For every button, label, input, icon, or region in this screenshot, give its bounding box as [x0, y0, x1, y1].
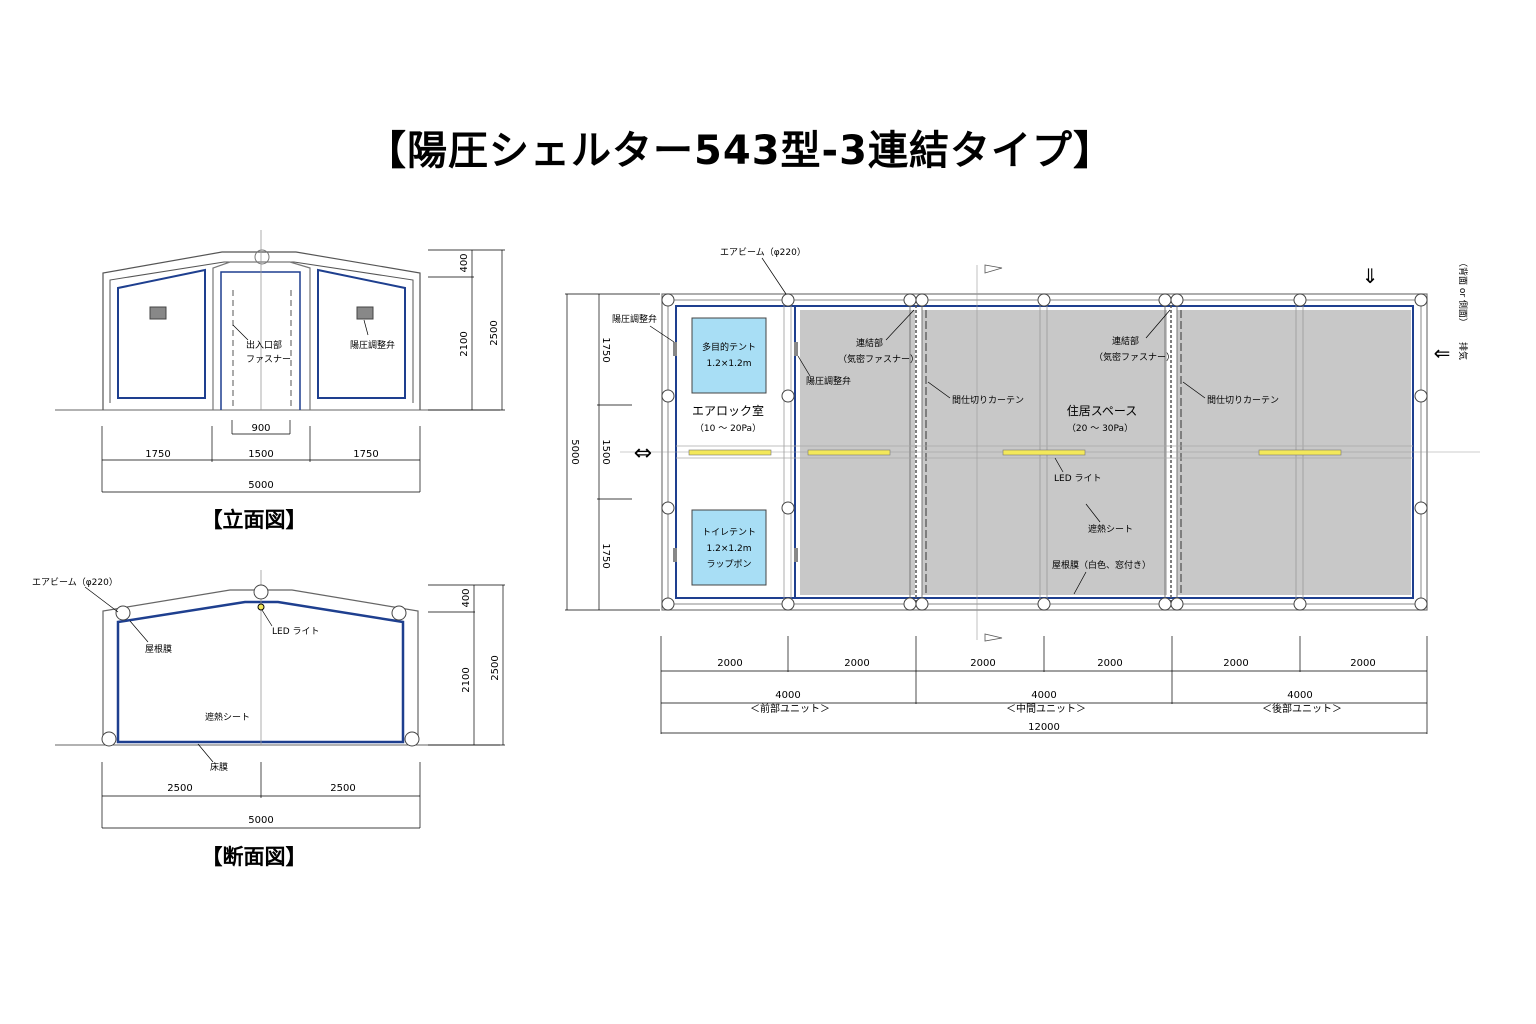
- air-beam-ridge: [253, 584, 269, 600]
- rear-exit-label: （背面 or 側面）: [1457, 258, 1469, 327]
- plan-dim-total: 12000: [1028, 722, 1060, 733]
- plan-dim-seg-3: 2000: [970, 658, 995, 669]
- label-air-beam: エアビーム（φ220）: [32, 577, 118, 588]
- dim-opening: 900: [251, 423, 270, 434]
- plan-label-valve: 陽圧調整弁: [612, 313, 657, 325]
- plan-dim-v-top: 1750: [600, 337, 611, 362]
- valve-marker-3: [794, 342, 798, 356]
- dim-total: 5000: [248, 480, 273, 491]
- plan-dim-seg-1: 2000: [717, 658, 742, 669]
- toilet-tent-label: トイレテント: [702, 527, 756, 538]
- plan-label-shade: 遮熱シート: [1088, 523, 1133, 535]
- section-dim-total: 5000: [248, 815, 273, 826]
- label-entrance-1: 出入口部: [246, 339, 282, 351]
- elevation-view: 出入口部 ファスナー 陽圧調整弁 900 1750 1500 1750 5000…: [55, 230, 505, 532]
- airlock-label: エアロック室: [692, 403, 764, 418]
- air-beam-left-top: [115, 605, 131, 621]
- rear-exit-arrow-icon: ⇓: [1362, 264, 1379, 288]
- toilet-tent: [691, 509, 767, 586]
- plan-unit-name-3: ＜後部ユニット＞: [1262, 702, 1342, 715]
- section-dim-wall: 2100: [461, 667, 472, 692]
- label-roof-membrane: 屋根膜: [145, 643, 172, 655]
- label-shade-sheet: 遮熱シート: [205, 711, 250, 723]
- valve-marker-1: [673, 342, 677, 356]
- entrance-arrow-icon: ⇔: [634, 441, 652, 466]
- exhaust-label: 排気: [1457, 342, 1469, 360]
- plan-dim-seg-4: 2000: [1097, 658, 1122, 669]
- window-left-icon: [149, 306, 167, 320]
- plan-dim-seg-5: 2000: [1223, 658, 1248, 669]
- curtain-1-label: 間仕切りカーテン: [952, 394, 1024, 406]
- label-floor-membrane: 床膜: [210, 761, 228, 773]
- plan-dim-unit-3: 4000: [1287, 690, 1312, 701]
- led-bar-3: [1002, 449, 1086, 456]
- multi-tent-size: 1.2×1.2m: [707, 359, 752, 369]
- page-title: 【陽圧シェルター543型-3連結タイプ】: [366, 128, 1114, 174]
- multi-tent-label: 多目的テント: [702, 341, 756, 353]
- plan-unit-name-2: ＜中間ユニット＞: [1006, 702, 1086, 715]
- joint-2-desc: （気密ファスナー）: [1094, 351, 1175, 363]
- section-view: エアビーム（φ220） 屋根膜 LED ライト 遮熱シート 床膜 2500 25…: [32, 570, 505, 869]
- window-right-icon: [356, 306, 374, 320]
- led-bar-4: [1258, 449, 1342, 456]
- living-space-pressure: （20 ～ 30Pa）: [1067, 423, 1133, 434]
- section-inner-membrane: [116, 600, 405, 744]
- dim-center: 1500: [248, 449, 273, 460]
- living-space-label: 住居スペース: [1067, 404, 1138, 418]
- multi-purpose-tent: [691, 317, 767, 394]
- joint-1-label: 連結部: [856, 337, 883, 349]
- plan-label-roof: 屋根膜（白色、窓付き）: [1052, 559, 1151, 571]
- plan-view: 多目的テント 1.2×1.2m トイレテント 1.2×1.2m ラップポン エア…: [565, 247, 1480, 734]
- elevation-left-panel: [117, 268, 206, 399]
- joint-2-label: 連結部: [1112, 335, 1139, 347]
- section-dim-right: 2500: [330, 783, 355, 794]
- exhaust-arrow-icon: ⇐: [1434, 341, 1451, 365]
- plan-dim-unit-2: 4000: [1031, 690, 1056, 701]
- toilet-tent-size: 1.2×1.2m: [707, 544, 752, 554]
- plan-unit-name-1: ＜前部ユニット＞: [750, 702, 830, 715]
- plan-label-valve-2: 陽圧調整弁: [806, 375, 851, 387]
- elevation-caption: 【立面図】: [202, 508, 307, 532]
- toilet-tent-model: ラップポン: [706, 559, 751, 570]
- plan-dim-seg-2: 2000: [844, 658, 869, 669]
- section-outer-frame: [102, 589, 419, 740]
- elevation-door-frame: [212, 261, 311, 410]
- elevation-right-panel: [317, 268, 406, 399]
- valve-marker-4: [794, 548, 798, 562]
- section-dim-left: 2500: [167, 783, 192, 794]
- led-bar-2: [807, 449, 891, 456]
- plan-dim-unit-1: 4000: [775, 690, 800, 701]
- dim-right: 1750: [353, 449, 378, 460]
- air-beam-left-bottom: [101, 731, 117, 747]
- dim-height: 2500: [489, 320, 500, 345]
- curtain-2-label: 間仕切りカーテン: [1207, 394, 1279, 406]
- airlock-pressure: （10 ～ 20Pa）: [695, 423, 761, 434]
- label-pressure-valve: 陽圧調整弁: [350, 339, 395, 351]
- plan-dim-seg-6: 2000: [1350, 658, 1375, 669]
- air-beam-right-bottom: [404, 731, 420, 747]
- air-beam-right-top: [391, 605, 407, 621]
- section-dim-roof: 400: [461, 588, 472, 607]
- elevation-outer-frame: [102, 251, 421, 410]
- dim-left: 1750: [145, 449, 170, 460]
- section-dim-height: 2500: [490, 655, 501, 680]
- led-light-icon: [257, 603, 265, 611]
- plan-dim-v-total: 5000: [569, 439, 580, 464]
- plan-dim-v-bot: 1750: [600, 543, 611, 568]
- label-entrance-2: ファスナー: [246, 354, 291, 365]
- section-caption: 【断面図】: [202, 845, 307, 869]
- valve-marker-2: [673, 548, 677, 562]
- label-led-light: LED ライト: [272, 626, 320, 637]
- joint-1-desc: （気密ファスナー）: [838, 353, 919, 365]
- led-bar-1: [688, 449, 772, 456]
- plan-dim-v-mid: 1500: [600, 439, 611, 464]
- plan-label-air-beam: エアビーム（φ220）: [720, 247, 806, 258]
- dim-wall: 2100: [459, 331, 470, 356]
- plan-label-led: LED ライト: [1054, 473, 1102, 484]
- plan-air-beam-nodes: [661, 293, 1428, 611]
- dim-roof: 400: [459, 253, 470, 272]
